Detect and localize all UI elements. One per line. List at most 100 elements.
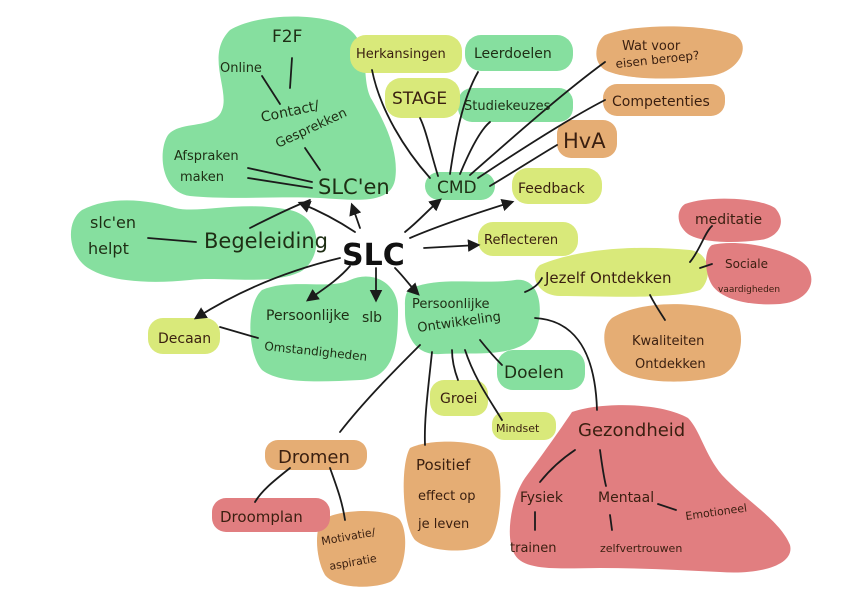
blob-positief: [403, 441, 501, 551]
blob-mindset: [492, 412, 556, 440]
label-afspraken: Afspraken: [174, 149, 239, 164]
label-positief-1: Positief: [416, 456, 471, 474]
label-meditatie: meditatie: [695, 212, 762, 228]
edge-slc-persoonlijke: [305, 265, 351, 302]
edge-po-gezondheid: [534, 317, 598, 411]
label-online: Online: [220, 61, 262, 76]
blob-groei: [430, 380, 488, 416]
edge-slc-feedback: [409, 198, 515, 239]
blob-gezondheid: [509, 405, 791, 573]
label-feedback: Feedback: [518, 181, 586, 197]
edge-jezelf-sociale: [699, 263, 713, 269]
edge-po-mindset: [464, 349, 503, 421]
blob-kwaliteiten: [604, 304, 742, 382]
label-persoonlijke: Persoonlijke: [266, 308, 350, 324]
blob-meditatie: [678, 198, 781, 242]
edge-slc-slcen-2: [349, 202, 362, 229]
label-cmd: CMD: [437, 178, 477, 198]
edge-helpt-begeleiding: [147, 237, 197, 243]
edge-cmd-leerdoelen: [449, 71, 479, 175]
edge-mentaal-emotioneel: [657, 503, 677, 511]
label-stage: STAGE: [392, 89, 447, 109]
label-positief-3: je leven: [417, 517, 469, 532]
edge-slc-reflecteren: [423, 239, 481, 252]
label-droomplan: Droomplan: [220, 508, 303, 526]
blob-reflecteren: [478, 222, 578, 256]
edge-begeleiding-slcen: [249, 199, 311, 229]
label-zelfvertrouwen: zelfvertrouwen: [600, 542, 682, 555]
edge-cmd-studiekeuzes: [459, 121, 491, 175]
blob-wat-voor: [596, 26, 743, 79]
label-helpt: helpt: [88, 239, 129, 258]
label-competenties: Competenties: [612, 94, 710, 110]
edge-cmd-competenties: [477, 99, 606, 179]
label-mindset: Mindset: [496, 422, 540, 435]
label-studiekeuzes: Studiekeuzes: [464, 99, 551, 114]
edge-slc-slcen: [297, 200, 356, 233]
label-leerdoelen: Leerdoelen: [474, 46, 552, 62]
label-kwaliteiten: Kwaliteiten: [632, 334, 704, 349]
labels: SLC Online F2F Contact/ Gesprekken Afspr…: [88, 27, 780, 573]
label-slc-helpt: slc'en: [90, 213, 136, 232]
blob-studiekeuzes: [458, 88, 573, 122]
edge-slc-persontw: [394, 267, 420, 296]
label-herkansingen: Herkansingen: [356, 47, 446, 62]
blob-stage: [385, 78, 460, 118]
label-begeleiding: Begeleiding: [204, 229, 328, 253]
blob-feedback: [512, 168, 602, 204]
label-gezondheid: Gezondheid: [578, 420, 685, 441]
blob-herkansingen: [350, 35, 462, 73]
label-dromen: Dromen: [278, 447, 350, 468]
edge-dromen-droomplan: [254, 467, 291, 503]
blob-dromen: [265, 440, 367, 470]
edge-po-doelen: [479, 339, 503, 366]
label-hva: HvA: [563, 129, 606, 153]
label-pers-ontw-1: Persoonlijke: [412, 297, 490, 312]
label-wat-voor: Wat voor: [622, 39, 681, 54]
edge-cmd-herkansingen: [371, 69, 431, 179]
edge-f2f-contact: [289, 57, 293, 89]
label-jezelf: Jezelf Ontdekken: [544, 269, 672, 287]
edge-po-positief: [423, 351, 433, 446]
blob-motivatie: [316, 511, 406, 587]
blob-persoonlijke-omstandigheden: [250, 276, 398, 382]
label-decaan: Decaan: [158, 331, 211, 347]
edge-afspraken-slcen-2: [247, 177, 313, 189]
edge-mentaal-zelfvertrouwen: [609, 514, 613, 531]
edge-afspraken-slcen: [247, 167, 313, 183]
blob-decaan: [148, 318, 220, 354]
edge-gezondheid-mentaal: [599, 449, 607, 487]
label-maken: maken: [180, 170, 224, 185]
center-label: SLC: [342, 238, 405, 273]
blob-leerdoelen: [465, 35, 573, 71]
label-mentaal: Mentaal: [598, 490, 654, 506]
blob-competenties: [603, 84, 725, 116]
edge-cmd-stage: [419, 117, 439, 177]
edge-po-jezelf: [524, 277, 543, 293]
edge-decaan-persoonlijke: [219, 326, 259, 339]
edge-cmd-watvoor: [469, 61, 606, 176]
edge-gezondheid-fysiek: [539, 449, 576, 483]
edge-po-dromen: [339, 344, 421, 433]
edge-po-groei: [451, 349, 459, 381]
label-slcen: SLC'en: [318, 175, 390, 199]
edge-gesprekken-slcen: [304, 147, 321, 171]
edge-jezelf-kwaliteiten: [649, 294, 666, 321]
label-fysiek: Fysiek: [520, 490, 564, 506]
edge-slc-decaan: [193, 257, 341, 320]
label-ontdekken: Ontdekken: [635, 357, 706, 372]
label-f2f: F2F: [272, 27, 302, 47]
label-slb: slb: [362, 310, 382, 326]
blob-doelen: [497, 350, 585, 390]
label-trainen: trainen: [510, 541, 557, 556]
blob-persoonlijke-ontwikkeling: [404, 279, 540, 355]
edge-jezelf-meditatie: [689, 225, 713, 263]
label-sociale: Sociale: [725, 257, 768, 271]
blob-hva: [557, 120, 617, 158]
edge-slc-cmd: [404, 198, 442, 233]
blob-slcen-cluster: [162, 16, 396, 200]
label-reflecteren: Reflecteren: [484, 233, 558, 248]
edge-dromen-motivatie: [329, 467, 346, 521]
label-doelen: Doelen: [504, 363, 564, 383]
